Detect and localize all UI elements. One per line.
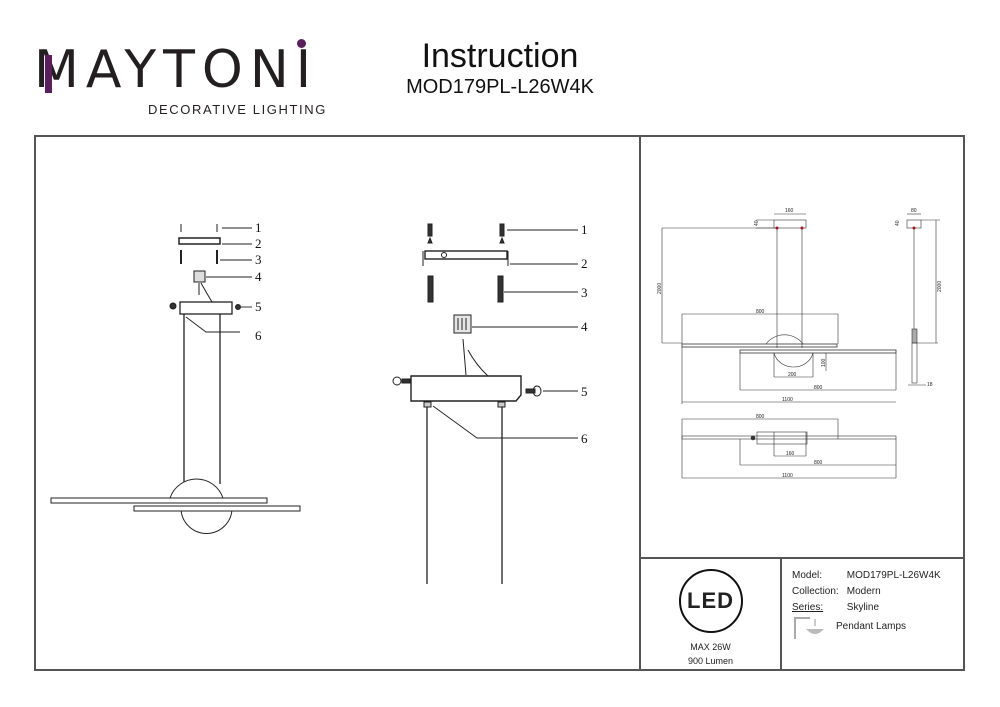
callout-6: 6	[255, 328, 262, 343]
brand-accent-dot	[297, 39, 306, 48]
series-value: Skyline	[846, 602, 880, 613]
dim-top-canopy-width: 160	[786, 451, 795, 457]
collection-label: Collection:	[792, 586, 839, 597]
info-row-model: Model: MOD179PL-L26W4K	[792, 570, 941, 586]
document-title-block: Instruction MOD179PL-L26W4K	[380, 38, 620, 99]
dim-side-canopy-height: 40	[895, 220, 901, 226]
left-callouts: 1 2 3 4 5 6	[255, 220, 262, 343]
dim-front-total: 1100	[782, 397, 793, 403]
brand-name: MAYTONI	[34, 40, 319, 100]
callout-3: 3	[581, 285, 588, 300]
front-view-drawing	[661, 213, 897, 404]
led-spec-panel: LED MAX 26W 900 Lumen	[641, 559, 780, 671]
model-code: MOD179PL-L26W4K	[406, 76, 594, 98]
dim-front-lower-bar: 800	[814, 385, 823, 391]
max-power: MAX 26W	[690, 642, 731, 652]
info-row-collection: Collection: Modern	[792, 586, 941, 602]
brand-logo: MAYTONI DECORATIVE LIGHTING	[34, 39, 325, 117]
brand-accent-bar	[45, 55, 52, 93]
dim-side-depth: 80	[911, 208, 917, 214]
brand-wordmark: MAYTONI	[34, 39, 311, 96]
document-title: Instruction	[421, 37, 579, 75]
led-badge-icon: LED	[678, 569, 743, 633]
callout-1: 1	[255, 220, 262, 235]
lumen-output: 900 Lumen	[687, 656, 734, 666]
collection-value: Modern	[846, 586, 881, 597]
horizontal-divider	[640, 557, 965, 559]
info-divider	[780, 558, 782, 671]
dim-top-upper-bar: 800	[756, 414, 765, 420]
callout-5: 5	[581, 384, 588, 399]
middle-callouts: 1 2 3 4 5 6	[581, 222, 588, 446]
series-label: Series:	[792, 602, 824, 613]
dim-front-canopy-height: 40	[754, 220, 760, 226]
dimension-labels: 160 40 2000 800 100 200 800 1100 80 40 2…	[657, 208, 943, 479]
assembled-lamp-diagram	[50, 224, 301, 534]
canopy-box	[179, 301, 233, 315]
model-value: MOD179PL-L26W4K	[846, 570, 941, 581]
callout-2: 2	[255, 236, 262, 251]
callout-6: 6	[581, 431, 588, 446]
terminal-block	[193, 270, 206, 283]
model-label: Model:	[792, 570, 823, 581]
dim-side-suspension: 2000	[937, 281, 943, 292]
callout-5: 5	[255, 299, 262, 314]
anchor-screw-icon	[180, 250, 218, 264]
brand-tagline: DECORATIVE LIGHTING	[148, 102, 327, 117]
dim-front-suspension: 2000	[657, 283, 663, 294]
exploded-mounting-diagram	[392, 223, 578, 584]
callout-2: 2	[581, 256, 588, 271]
led-badge-text: LED	[687, 588, 734, 613]
dim-front-upper-bar: 800	[756, 309, 765, 315]
sheet-frame	[34, 135, 965, 671]
dim-front-sphere-height: 100	[821, 358, 827, 367]
info-row-series: Series: Skyline	[792, 602, 941, 618]
callout-1: 1	[581, 222, 588, 237]
callout-4: 4	[255, 269, 262, 284]
pendant-lamp-icon	[794, 617, 824, 639]
mounting-bracket	[178, 237, 221, 245]
dim-front-sphere-width: 200	[788, 372, 797, 378]
dim-side-thickness: 18	[927, 382, 933, 388]
callout-4: 4	[581, 319, 588, 334]
side-view-drawing	[906, 213, 940, 386]
callout-3: 3	[255, 252, 262, 267]
vertical-divider	[639, 135, 641, 671]
screw-icon	[180, 224, 218, 232]
category-value: Pendant Lamps	[836, 621, 907, 632]
dim-top-total: 1100	[782, 473, 793, 479]
dim-front-canopy-width: 160	[785, 208, 794, 214]
dim-top-lower-bar: 800	[814, 460, 823, 466]
top-view-drawing	[681, 418, 897, 479]
product-info: Model: MOD179PL-L26W4K Collection: Moder…	[792, 570, 941, 618]
